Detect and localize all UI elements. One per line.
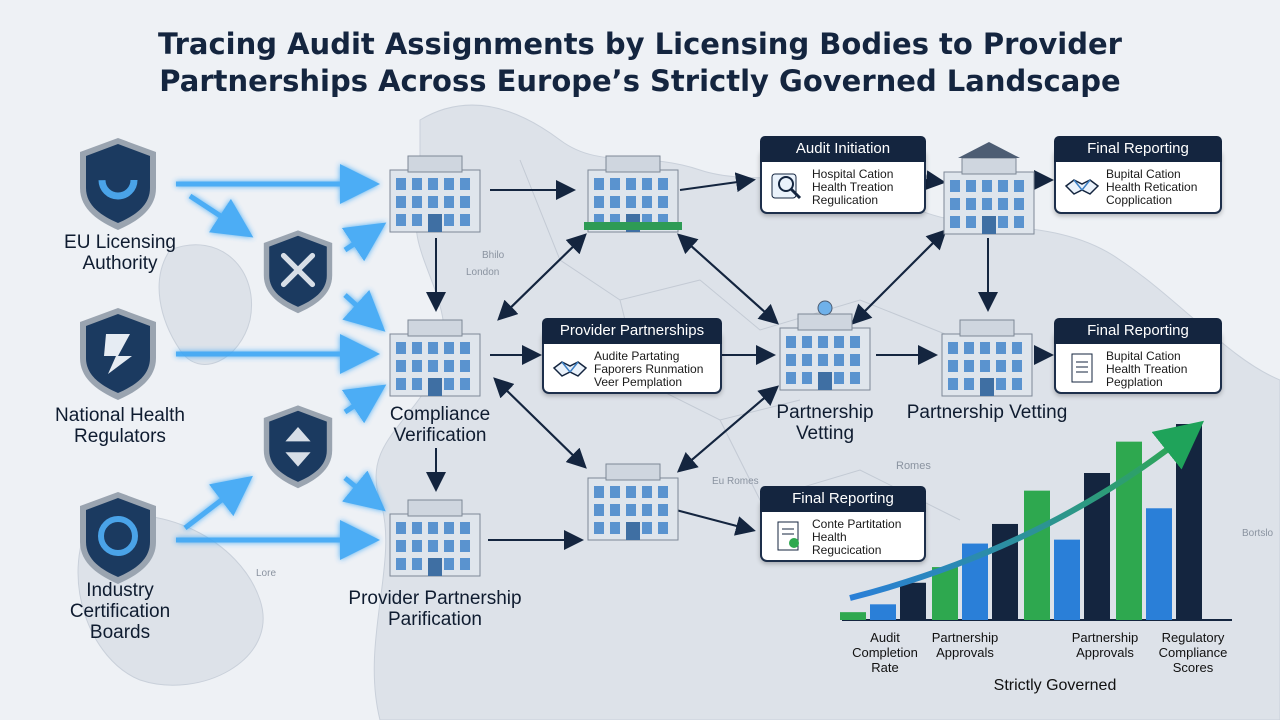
provider-partnerships-title: Provider Partnerships [542, 318, 722, 344]
document-check-icon [777, 521, 799, 551]
final-reporting-mid-line-2: Health Treation [1106, 362, 1188, 376]
final-reporting-mid-line-1: Bupital Cation [1106, 349, 1181, 363]
map-label-far: Bortslo [1242, 528, 1274, 539]
partnership-vetting-right-label: Partnership Vetting [906, 402, 1068, 423]
map-label-romes: Romes [896, 460, 931, 472]
map-label-lore: Lore [256, 568, 277, 579]
provider-partnerships-line-3: Veer Pemplation [594, 375, 683, 389]
chart-bar-3-2 [1054, 539, 1080, 620]
chart-bar-4-2 [1146, 508, 1172, 620]
title-line-1: Tracing Audit Assignments by Licensing B… [158, 27, 1122, 61]
eu-authority-shield-icon [80, 138, 156, 230]
chart-bar-1-3 [900, 582, 926, 620]
audit-initiation-box: Audit Initiation Hospital Cation Health … [760, 136, 926, 214]
page-title: Tracing Audit Assignments by Licensing B… [0, 26, 1280, 100]
final-reporting-top-box: Final Reporting Bupital Cation Health Re… [1054, 136, 1222, 214]
provider-partnership-parification-label: Provider Partnership Parification [348, 588, 522, 630]
chart-trend-arrow [849, 420, 1205, 601]
map-label-berlin: Bhilo [482, 250, 505, 261]
provider-partnerships-line-2: Faporers Runmation [594, 362, 704, 376]
final-reporting-top-line-2: Health Retication [1106, 180, 1198, 194]
transfer-shield-icon [263, 405, 333, 489]
national-regulator-shield-icon [80, 308, 156, 400]
final-reporting-low-line-1: Conte Partitation [812, 517, 902, 531]
final-reporting-mid-line-3: Pegplation [1106, 375, 1163, 389]
title-line-2: Partnerships Across Europe’s Strictly Go… [159, 64, 1121, 98]
provider-partnerships-line-1: Audite Partating [594, 349, 680, 363]
compliance-verification-label: Compliance Verification [389, 404, 491, 446]
authority-arrows [176, 164, 387, 560]
building-top-center-icon [584, 155, 682, 233]
audit-initiation-line-3: Regulication [812, 193, 879, 207]
chart-bar-4-3 [1176, 424, 1202, 620]
chart-category-label-4: Regulatory Compliance Scores [1158, 630, 1228, 675]
provider-partnerships-box: Provider Partnerships Audite Partating F… [542, 318, 722, 394]
final-reporting-low-box: Final Reporting Conte Partitation Health… [760, 486, 926, 562]
chart-bar-1-1 [840, 612, 866, 620]
chart-category-label-3: Partnership Approvals [1071, 630, 1139, 660]
final-reporting-low-line-3: Regucication [812, 543, 882, 557]
handshake-icon [1064, 179, 1100, 195]
audit-initiation-title: Audit Initiation [760, 136, 926, 162]
map-label-rome-small: Eu Romes [712, 476, 759, 487]
flow-arrows [426, 170, 1054, 550]
chart-bar-3-1 [1024, 490, 1050, 620]
chart-bar-1-2 [870, 604, 896, 620]
chart-category-label-2: Partnership Approvals [931, 630, 999, 660]
final-reporting-top-title: Final Reporting [1054, 136, 1222, 162]
document-icon [1071, 353, 1093, 383]
final-reporting-top-line-3: Copplication [1106, 193, 1173, 207]
audit-initiation-line-2: Health Treation [812, 180, 894, 194]
handshake-icon [552, 361, 588, 377]
map-label-london: London [466, 267, 500, 278]
compliance-bar-chart [840, 420, 1232, 621]
partnership-vetting-center-label: Partnership Vetting [776, 402, 874, 444]
tools-shield-icon [263, 230, 333, 314]
final-reporting-mid-title: Final Reporting [1054, 318, 1222, 344]
building-top-right-icon [943, 142, 1035, 235]
final-reporting-low-title: Final Reporting [760, 486, 926, 512]
eu-licensing-authority-label: EU Licensing Authority [64, 232, 176, 274]
partnership-vetting-building-icon [779, 300, 871, 391]
chart-bar-2-1 [932, 567, 958, 620]
magnifier-icon [771, 173, 802, 200]
final-reporting-mid-box: Final Reporting Bupital Cation Health Tr… [1054, 318, 1222, 394]
audit-initiation-line-1: Hospital Cation [812, 167, 894, 181]
national-health-regulators-label: National Health Regulators [55, 405, 185, 447]
final-reporting-low-line-2: Health [812, 530, 847, 544]
chart-title: Strictly Governed [993, 677, 1117, 694]
industry-board-shield-icon [80, 492, 156, 584]
chart-category-label-1: Audit Completion Rate [852, 630, 918, 675]
industry-certification-boards-label: Industry Certification Boards [69, 580, 171, 643]
final-reporting-top-line-1: Bupital Cation [1106, 167, 1181, 181]
